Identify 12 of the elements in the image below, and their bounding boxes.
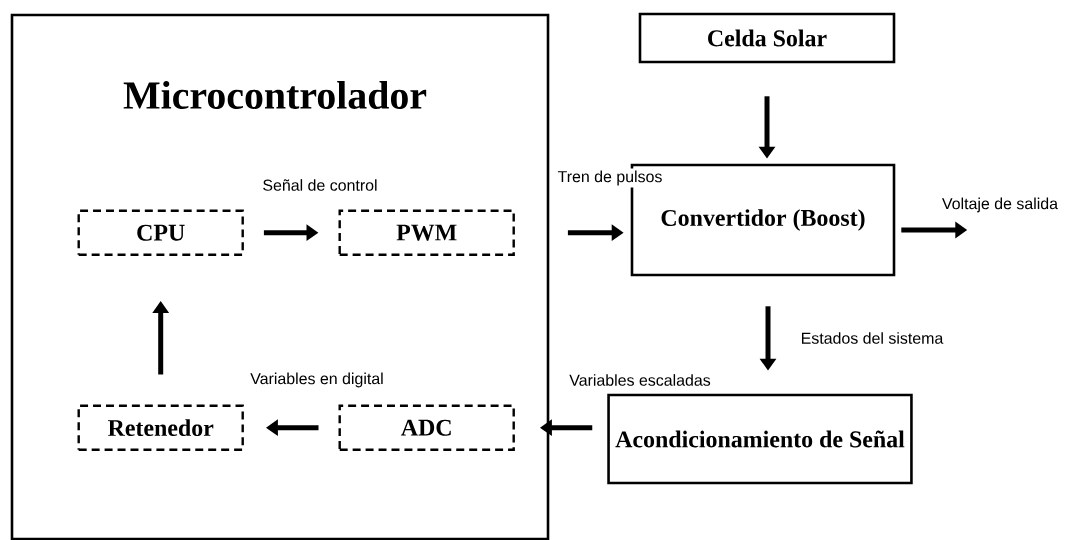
process-box: Retenedor [77,404,244,451]
process-box: ADC [338,404,515,451]
edge-label: Voltaje de salida [939,195,1061,215]
edge-label: Variables en digital [248,370,386,390]
process-box: CPU [77,209,244,256]
process-box: Acondicionamiento de Señal [607,393,913,485]
process-box: Celda Solar [638,12,896,64]
edge-label: Estados del sistema [798,330,946,346]
edge-label: Señal de control [260,177,380,193]
process-box: PWM [338,209,515,256]
edge-label: Variables escaladas [567,372,713,388]
edge-label: Tren de pulsos [555,168,665,188]
